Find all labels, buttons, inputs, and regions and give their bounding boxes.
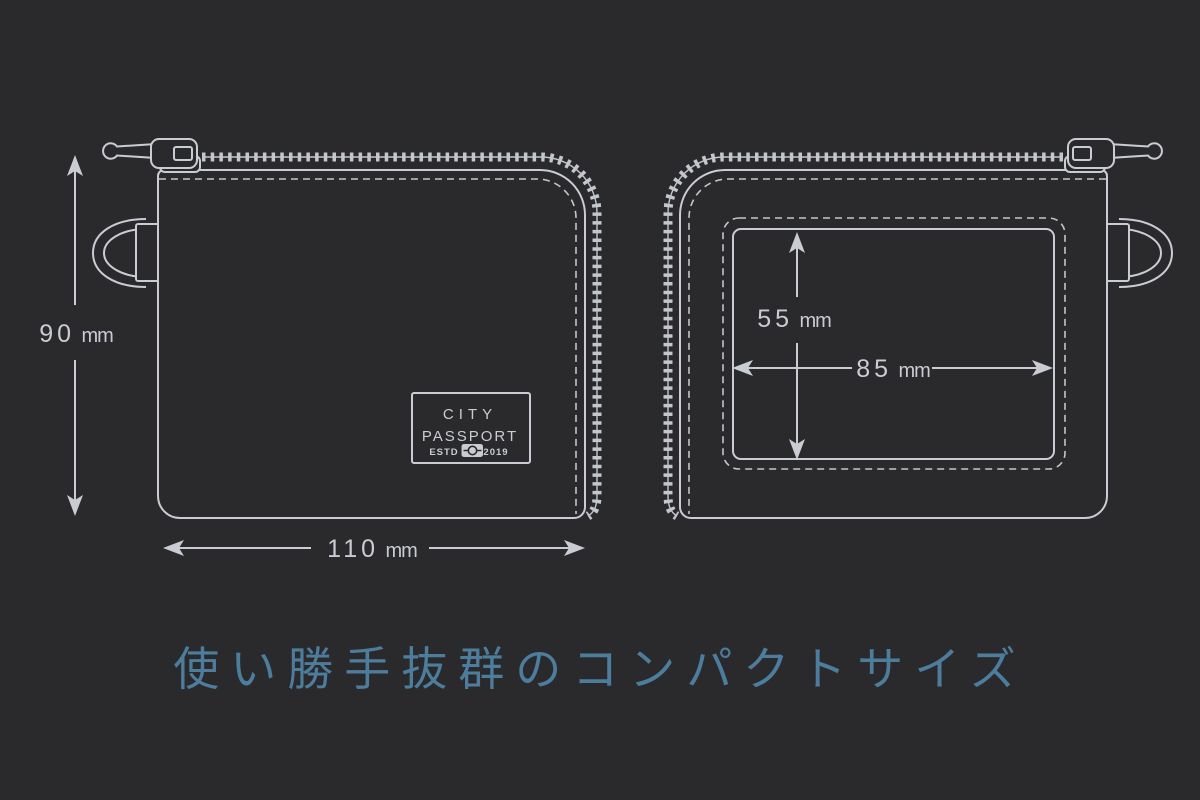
id-window [722,217,1066,470]
arrow-down-icon [67,495,83,516]
dimension-label: 90 mm [39,320,113,348]
dimension-pouch-width: 110 mm [163,535,585,563]
brand-label-estd: ESTD [429,447,458,458]
id-window-stitch [722,217,1066,470]
pouch-front-shell [93,139,597,518]
brand-label-line2: PASSPORT [422,428,518,445]
arrow-left-icon [732,360,753,376]
pouch-back-shell [668,139,1172,518]
dimension-window-height: 55 mm [757,232,832,460]
arrow-right-icon [1032,360,1053,376]
brand-label-year: 2019 [483,447,508,458]
dimension-window-width: 85 mm [732,355,1053,383]
arrow-up-icon [67,155,83,176]
brand-label-border [411,392,531,464]
pouch-front-view: CITY PASSPORT ESTD 2019 [93,139,597,518]
arrow-down-icon [789,439,805,460]
dimension-label: 55 mm [757,305,831,333]
brand-label-line1: CITY [443,406,497,423]
arrow-up-icon [789,232,805,253]
dimension-pouch-height: 90 mm [39,155,114,516]
snap-button-icon [461,444,483,457]
caption-text: 使い勝手抜群のコンパクトサイズ [173,643,1027,695]
brand-label-patch: CITY PASSPORT ESTD 2019 [411,392,531,464]
dimension-label: 85 mm [856,355,930,383]
pouch-back-view: 55 mm 85 mm [668,139,1172,518]
arrow-right-icon [564,540,585,556]
arrow-left-icon [163,540,184,556]
dimension-label: 110 mm [327,535,417,563]
id-window-opening [732,228,1055,460]
